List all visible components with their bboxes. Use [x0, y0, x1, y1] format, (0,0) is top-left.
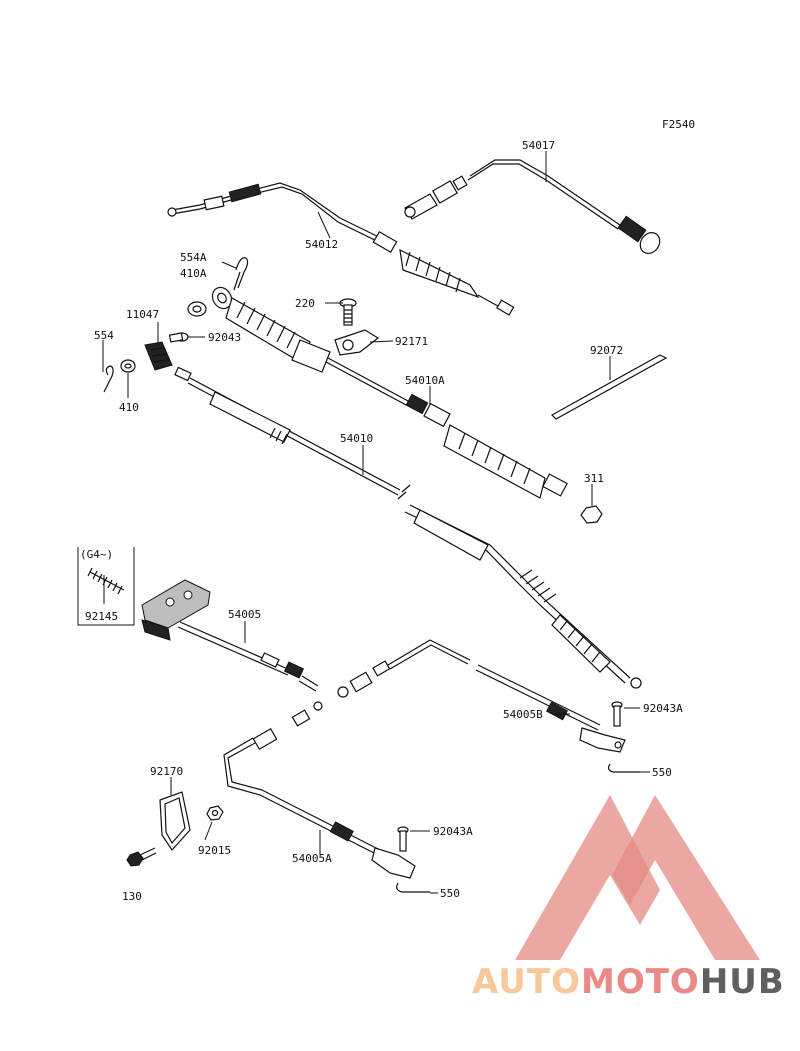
- watermark-text: AUTOMOTOHUB: [472, 962, 785, 1002]
- bracket-11047: [144, 341, 173, 371]
- label-54005a: 54005A: [292, 852, 332, 865]
- label-92072: 92072: [590, 344, 623, 357]
- clip-550-upper: [607, 763, 640, 773]
- washer-410: [120, 359, 136, 373]
- label-g4: (G4~): [80, 548, 113, 561]
- clamp-92171: [334, 329, 380, 356]
- bracket-54005: [141, 579, 211, 641]
- watermark-auto: AUTO: [472, 962, 581, 1002]
- label-410: 410: [119, 401, 139, 414]
- cable-54005a: [223, 701, 416, 879]
- label-54012: 54012: [305, 238, 338, 251]
- watermark-hub: HUB: [700, 962, 785, 1002]
- label-54010a: 54010A: [405, 374, 445, 387]
- label-92043a-lower: 92043A: [433, 825, 473, 838]
- cable-54017: [404, 159, 661, 254]
- cable-54010a: [211, 286, 603, 524]
- cotter-pin-554: [103, 365, 114, 393]
- label-92015: 92015: [198, 844, 231, 857]
- label-92043: 92043: [208, 331, 241, 344]
- cotter-pin-554a: [233, 257, 249, 291]
- label-92170: 92170: [150, 765, 183, 778]
- bolt-130: [126, 847, 157, 867]
- cable-54012: [167, 182, 515, 316]
- nut-92015: [206, 805, 224, 821]
- label-92145: 92145: [85, 610, 118, 623]
- label-220: 220: [295, 297, 315, 310]
- clip-550-lower: [396, 882, 430, 893]
- label-54010: 54010: [340, 432, 373, 445]
- tie-band-92072: [551, 354, 668, 420]
- label-11047: 11047: [126, 308, 159, 321]
- label-554: 554: [94, 329, 114, 342]
- part-labels: F2540 54017 54012 554A 410A 220 92171 11…: [80, 118, 695, 903]
- label-410a: 410A: [180, 267, 207, 280]
- label-550-upper: 550: [652, 766, 672, 779]
- label-550-lower: 550: [440, 887, 460, 900]
- cable-54005: [177, 621, 319, 692]
- pin-92043a-upper: [611, 701, 623, 727]
- bracket-92170: [159, 791, 191, 851]
- cable-54010: [174, 366, 642, 689]
- figure-code: F2540: [662, 118, 695, 131]
- cable-54005b: [337, 639, 626, 753]
- label-54005b: 54005B: [503, 708, 543, 721]
- label-92171: 92171: [395, 335, 428, 348]
- label-311: 311: [584, 472, 604, 485]
- label-54005: 54005: [228, 608, 261, 621]
- leader-lines: [102, 151, 650, 894]
- watermark-moto: MOTO: [581, 962, 700, 1002]
- label-554a: 554A: [180, 251, 207, 264]
- watermark-logo: [515, 795, 760, 960]
- label-130: 130: [122, 890, 142, 903]
- pin-92043a-lower: [397, 826, 409, 852]
- washer-410a: [187, 301, 207, 317]
- label-54017: 54017: [522, 139, 555, 152]
- pin-92043: [168, 332, 189, 343]
- label-92043a-upper: 92043A: [643, 702, 683, 715]
- spring-inset-box: [77, 547, 135, 626]
